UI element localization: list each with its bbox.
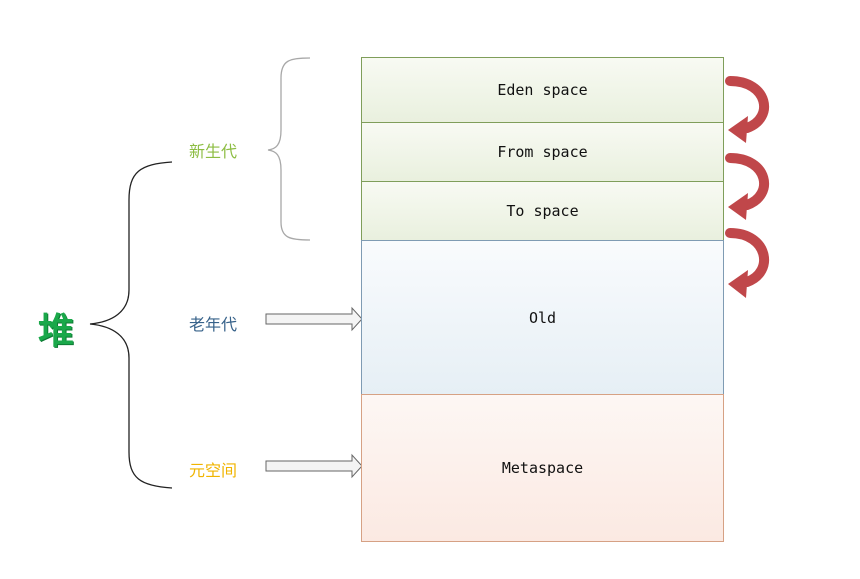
metaspace-region-label: 元空间 bbox=[189, 461, 238, 480]
to-label: To space bbox=[506, 202, 579, 220]
young-gen-label: 新生代 bbox=[189, 142, 238, 161]
old-gen-arrow bbox=[265, 306, 363, 332]
old-gen-block: Old bbox=[361, 240, 724, 395]
old-gen-label: 老年代 bbox=[189, 315, 238, 334]
heap-label: 堆 bbox=[38, 311, 76, 352]
eden-label: Eden space bbox=[497, 81, 588, 99]
cycle-arrow-to-to-old bbox=[725, 228, 769, 298]
from-label: From space bbox=[497, 143, 588, 161]
metaspace-arrow bbox=[265, 453, 363, 479]
metaspace-block: Metaspace bbox=[361, 394, 724, 542]
old-label: Old bbox=[528, 308, 557, 327]
metaspace-label: Metaspace bbox=[501, 459, 584, 477]
eden-space-block: Eden space bbox=[361, 57, 724, 123]
from-space-block: From space bbox=[361, 122, 724, 182]
young-gen-brace bbox=[267, 57, 311, 241]
cycle-arrow-eden-to-from bbox=[725, 76, 769, 143]
to-space-block: To space bbox=[361, 181, 724, 241]
cycle-arrow-from-to-to bbox=[725, 153, 769, 220]
heap-brace bbox=[89, 161, 173, 489]
